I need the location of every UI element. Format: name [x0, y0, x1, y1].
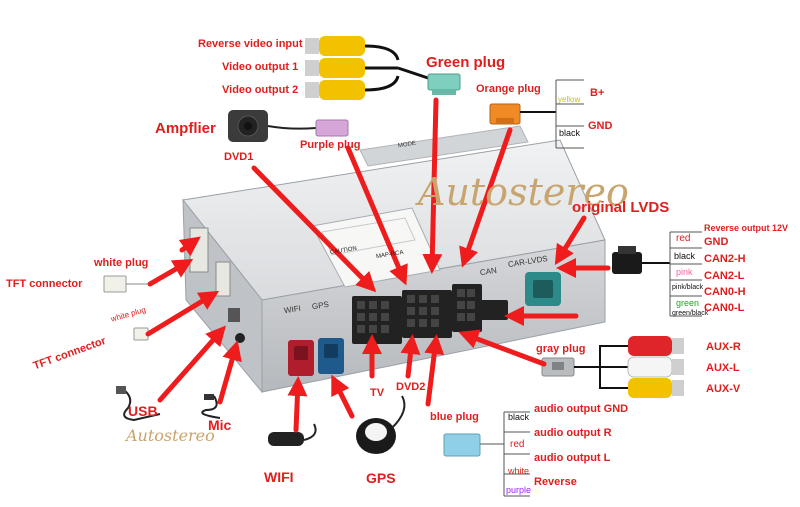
label-audio-output-r: audio output R	[534, 427, 612, 439]
wire-color-yellow: yellow	[558, 95, 581, 104]
wire-color-green-black: green/black	[672, 310, 709, 317]
usb-cable	[116, 386, 161, 422]
wire-color-pink-black: pink/black	[672, 284, 704, 291]
label-gnd-orange: GND	[588, 120, 613, 132]
orange-plug-wire-bracket	[555, 79, 584, 149]
tft-white-plug-1	[103, 275, 150, 293]
label-reverse-video-input: Reverse video input	[198, 38, 303, 50]
blue-plug-wire-bracket	[503, 411, 530, 497]
wire-color-red-blue: red	[510, 439, 525, 450]
rca-aux-l	[627, 356, 684, 378]
label-tv: TV	[370, 387, 385, 399]
label-can2-l: CAN2-L	[704, 270, 745, 282]
wire-color-black-orange: black	[559, 128, 581, 138]
wire-color-pink: pink	[676, 267, 693, 277]
label-gray-plug: gray plug	[536, 343, 586, 355]
rca-cable-video-output-2	[305, 75, 400, 100]
lvds-wire-bracket	[669, 231, 702, 317]
label-gps: GPS	[366, 470, 396, 486]
purple-plug	[315, 119, 349, 137]
label-can0-h: CAN0-H	[704, 286, 746, 298]
label-video-output-1: Video output 1	[222, 61, 299, 73]
wire-color-green: green	[676, 298, 700, 308]
blue-plug	[443, 433, 504, 457]
label-dvd2: DVD2	[396, 381, 426, 393]
label-ampflier: Ampflier	[155, 120, 216, 137]
gps-antenna	[356, 395, 406, 454]
label-original-lvds: original LVDS	[572, 199, 670, 216]
label-audio-output-gnd: audio output GND	[534, 403, 629, 415]
label-orange-plug: Orange plug	[476, 83, 541, 95]
label-wifi: WIFI	[264, 469, 294, 485]
wire-color-black-lvds: black	[674, 251, 696, 261]
label-purple-plug: Purple plug	[300, 139, 361, 151]
label-usb: USB	[128, 403, 158, 419]
label-video-output-2: Video output 2	[222, 84, 299, 96]
wire-color-white-blue: white	[508, 466, 530, 476]
rca-cable-video-output-1	[305, 58, 398, 78]
pointer-arrows	[145, 97, 611, 433]
label-mic: Mic	[208, 417, 232, 433]
label-blue-plug: blue plug	[430, 411, 479, 423]
wire-color-purple-blue: purple	[506, 485, 532, 495]
wire-color-black-blue: black	[508, 412, 530, 422]
label-reverse-output-12v: Reverse output 12V	[704, 223, 789, 233]
wire-color-red-lvds: red	[676, 233, 691, 244]
wifi-fakra-connector	[288, 340, 314, 376]
label-can2-h: CAN2-H	[704, 253, 746, 265]
lvds-plug	[612, 246, 670, 274]
label-green-plug: Green plug	[426, 54, 506, 71]
video-interface-box	[182, 125, 606, 394]
amplifier-speaker	[228, 110, 317, 142]
label-dvd1: DVD1	[224, 151, 254, 163]
gray-plug	[541, 345, 628, 389]
label-white-plug: white plug	[94, 257, 149, 269]
label-gnd-lvds: GND	[704, 236, 729, 248]
rca-cable-reverse-video-input	[305, 36, 400, 61]
label-can0-l: CAN0-L	[704, 302, 745, 314]
gps-fakra-connector	[318, 338, 344, 374]
label-aux-l: AUX-L	[706, 362, 740, 374]
label-aux-v: AUX-V	[706, 383, 741, 395]
green-plug	[427, 73, 461, 95]
label-aux-r: AUX-R	[706, 341, 741, 353]
rca-aux-v	[628, 378, 684, 398]
microphone	[201, 394, 221, 419]
watermark-small: Autostereo	[126, 426, 215, 445]
label-audio-output-l: audio output L	[534, 452, 611, 464]
label-tft-connector-1: TFT connector	[6, 278, 83, 290]
rca-aux-r	[628, 336, 684, 356]
watermark: Autostereo	[418, 170, 629, 214]
orange-plug	[489, 103, 556, 125]
wifi-antenna	[268, 423, 317, 446]
label-b-plus: B+	[590, 87, 605, 99]
label-reverse: Reverse	[534, 476, 577, 488]
